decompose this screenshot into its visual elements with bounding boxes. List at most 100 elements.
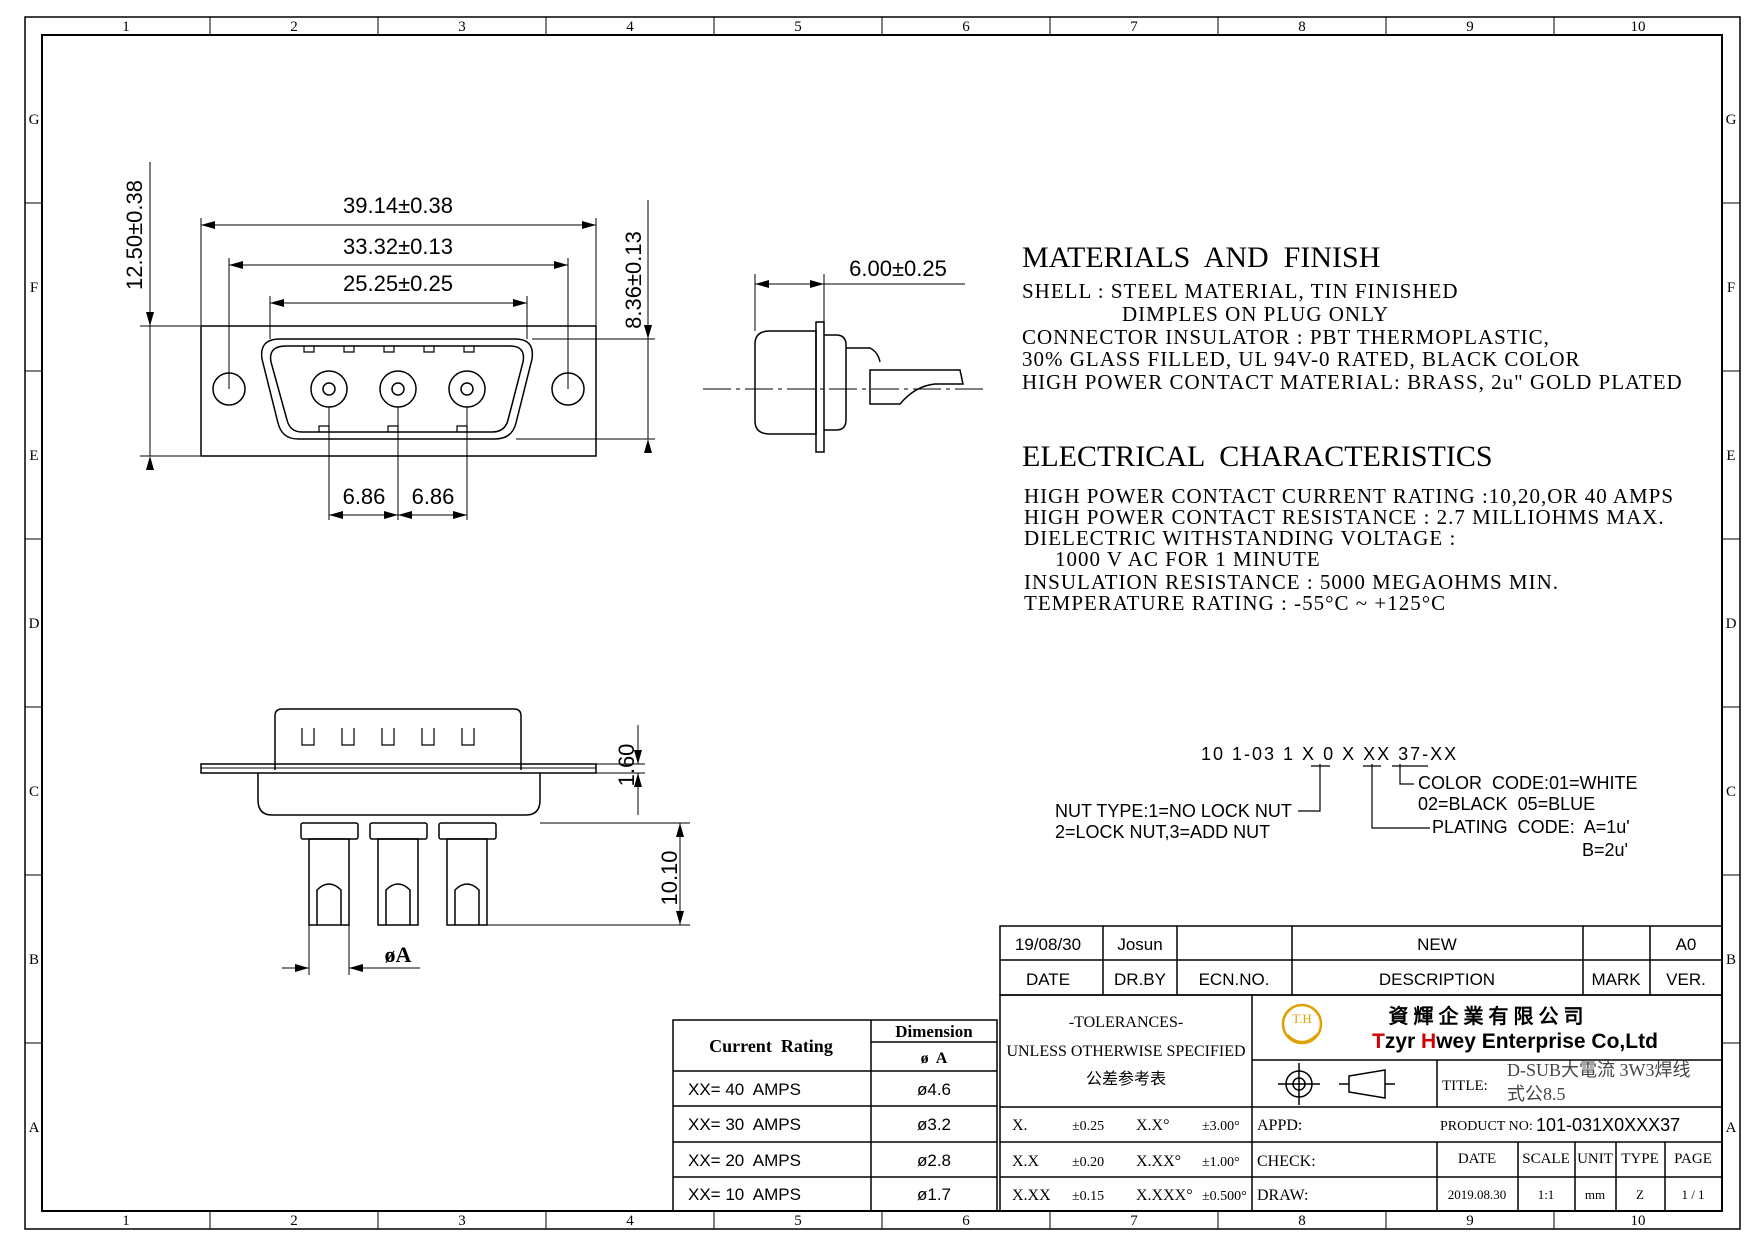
plating-code-line-2: B=2u' [1582,840,1628,860]
nut-type-line-1: NUT TYPE:1=NO LOCK NUT [1055,801,1292,821]
info-date: 2019.08.30 [1448,1187,1507,1202]
info-scale: 1:1 [1538,1187,1555,1202]
tol-row-2-c: X.XX° [1136,1153,1181,1170]
dimension-header: Dimension [895,1022,973,1041]
zone-label-bottom: 4 [626,1213,634,1229]
header-mark: MARK [1591,970,1641,989]
zone-label-bottom: 5 [794,1213,802,1229]
dim-tail-diameter: øA [385,942,412,967]
rev-date: 19/08/30 [1015,935,1081,954]
tolerances-title: -TOLERANCES- [1069,1014,1183,1031]
zone-label-right: C [1726,784,1736,800]
third-angle-projection-icon [1278,1063,1395,1105]
dim-pin-pitch-1: 6.86 [343,484,386,509]
side-view-arrows [755,280,824,288]
header-description: DESCRIPTION [1379,970,1495,989]
rating-table: Current Rating Dimension ø A XX= 40 AMPS… [672,1019,998,1212]
rating-row-1: XX= 40 AMPS [688,1080,801,1099]
bottom-view-dimensions [282,725,690,975]
rev-drawn-by: Josun [1117,935,1162,954]
tol-row-3-a: X.XX [1012,1187,1051,1204]
dim-side-depth: 6.00±0.25 [849,256,947,281]
info-header-type: TYPE [1621,1151,1659,1167]
logo-text: T.H [1292,1011,1312,1026]
tolerances-cn: 公差参考表 [1086,1070,1166,1088]
company-name-en: Tzyr Hwey Enterprise Co,Ltd [1372,1030,1658,1053]
plating-code-line-1: PLATING CODE: A=1u' [1432,817,1630,837]
zone-label-right: E [1726,448,1735,464]
product-no-label: PRODUCT NO: [1440,1119,1533,1134]
dimples [303,346,475,432]
zone-label-top: 8 [1298,19,1306,35]
zone-label-left: F [30,280,38,296]
info-header-scale: SCALE [1522,1151,1570,1167]
tol-row-1-c: X.X° [1136,1117,1170,1134]
front-view-dim-text: 39.14±0.38 33.32±0.13 25.25±0.25 6.86 6.… [122,180,646,509]
electrical-line-1: HIGH POWER CONTACT CURRENT RATING :10,20… [1024,484,1674,508]
tol-row-1-d: ±3.00° [1202,1119,1240,1134]
rating-header: Current Rating [709,1036,833,1056]
dim-shell-width: 25.25±0.25 [343,271,453,296]
draw-label: DRAW: [1257,1187,1308,1204]
tol-row-2-b: ±0.20 [1072,1155,1104,1170]
zone-label-bottom: 1 [122,1213,130,1229]
side-view-dimensions [754,274,965,331]
top-body [274,708,522,770]
electrical-line-4: 1000 V AC FOR 1 MINUTE [1055,547,1321,571]
electrical-line-3: DIELECTRIC WITHSTANDING VOLTAGE : [1024,526,1456,550]
zone-label-bottom: 8 [1298,1213,1306,1229]
title-line-2: 式公8.5 [1507,1084,1566,1104]
tol-row-2-a: X.X [1012,1153,1040,1170]
info-unit: mm [1585,1187,1605,1202]
appd-label: APPD: [1257,1117,1302,1134]
zone-label-top: 7 [1130,19,1138,35]
shell-body [754,330,817,435]
zone-label-right: F [1727,280,1735,296]
info-type: Z [1636,1187,1644,1202]
pin-1 [300,822,359,926]
header-version: VER. [1666,970,1706,989]
tol-row-3-b: ±0.15 [1072,1189,1104,1204]
zone-label-bottom: 7 [1130,1213,1138,1229]
dimension-subheader: ø A [921,1050,948,1067]
zone-label-top: 2 [290,19,298,35]
company-name-cn: 資 輝 企 業 有 限 公 司 [1389,1004,1584,1028]
title-label: TITLE: [1442,1078,1488,1094]
title-block: 19/08/30 Josun NEW A0 DATE DR.BY ECN.NO.… [999,925,1723,1212]
dim-row-4: ø1.7 [917,1185,951,1204]
color-code-line-2: 02=BLACK 05=BLUE [1418,794,1595,814]
side-flange [815,321,825,453]
bottom-view [200,708,597,926]
zone-label-bottom: 10 [1631,1213,1646,1229]
contact-3 [448,370,486,408]
pin-3 [438,822,497,926]
tolerances-note: UNLESS OTHERWISE SPECIFIED [1006,1043,1245,1060]
info-header-page: PAGE [1674,1151,1712,1167]
electrical-heading: ELECTRICAL CHARACTERISTICS [1022,440,1493,473]
header-drawn-by: DR.BY [1114,970,1166,989]
d-shell-outer [260,338,534,440]
tol-row-1-a: X. [1012,1117,1028,1134]
tol-row-1-b: ±0.25 [1072,1119,1104,1134]
materials-section: MATERIALS AND FINISH SHELL : STEEL MATER… [1022,241,1682,394]
check-label: CHECK: [1257,1153,1316,1170]
electrical-line-5: INSULATION RESISTANCE : 5000 MEGAOHMS MI… [1024,570,1559,594]
rev-description: NEW [1417,935,1457,954]
rating-row-2: XX= 30 AMPS [688,1115,801,1134]
front-view-arrows [146,221,652,519]
zone-label-left: B [29,952,39,968]
zone-label-right: D [1726,616,1737,632]
dim-flange-height: 12.50±0.38 [122,180,147,290]
dim-row-1: ø4.6 [917,1080,951,1099]
zone-label-left: D [29,616,40,632]
d-shell-inner [269,345,525,433]
zone-label-right: A [1726,1120,1737,1136]
pin-2 [369,822,428,926]
bottom-view-dim-text: 1.60 10.10 øA [385,744,682,967]
bottom-view-arrows [295,750,684,972]
zone-label-top: 10 [1631,19,1646,35]
tol-row-2-d: ±1.00° [1202,1155,1240,1170]
dim-tail-length: 10.10 [657,850,682,905]
